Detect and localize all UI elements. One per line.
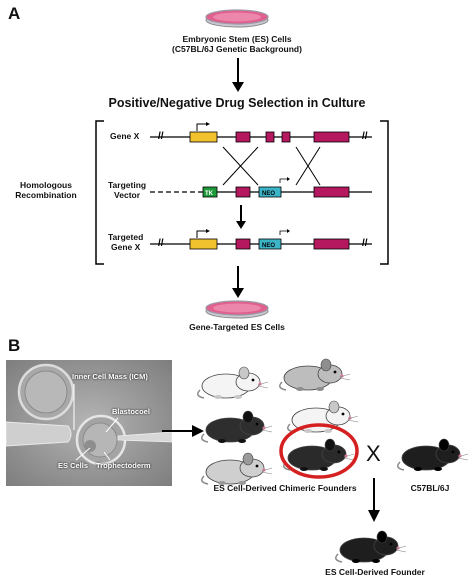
vector-label: Vector [114, 190, 141, 200]
svg-text://: // [362, 238, 368, 249]
neo-cassette [258, 238, 282, 250]
mouse-icon [201, 452, 273, 485]
exon-block [313, 238, 350, 250]
petri-dish-icon [205, 300, 269, 319]
selection-title: Positive/Negative Drug Selection in Cult… [108, 96, 366, 110]
exon-block [235, 238, 251, 250]
svg-text:TK: TK [205, 191, 214, 197]
arrow-icon [368, 478, 380, 522]
promoter-box [189, 131, 218, 143]
svg-text://: // [362, 131, 368, 142]
es-cells-photo-label: ES Cells [58, 461, 89, 470]
es-cells-title: Embryonic Stem (ES) Cells [182, 34, 292, 44]
mouse-icon [283, 438, 355, 471]
mouse-icon [197, 366, 269, 399]
svg-text:NEO: NEO [262, 191, 275, 197]
tk-cassette [202, 186, 218, 198]
targeted-gene-label: Gene X [110, 242, 141, 252]
trophectoderm-label: Trophectoderm [96, 461, 151, 470]
recombination-label: Recombination [15, 190, 77, 200]
arrow-icon [162, 425, 204, 437]
targeting-label: Targeting [108, 180, 147, 190]
exon-block [235, 131, 251, 143]
promoter-box [189, 238, 218, 250]
blastocoel-label: Blastocoel [112, 407, 150, 416]
exon-block [281, 131, 291, 143]
chimeric-label: ES Cell-Derived Chimeric Founders [213, 483, 357, 493]
mouse-icon [279, 358, 351, 391]
strain-label: C57BL/6J [410, 483, 450, 493]
panel-letter-b: B [8, 336, 21, 355]
homologous-label: Homologous [20, 180, 72, 190]
neo-cassette [258, 186, 282, 198]
gene-x-label: Gene X [110, 131, 140, 141]
exon-block [313, 131, 350, 143]
microscope-photo [6, 360, 172, 486]
mouse-icon [397, 438, 469, 471]
exon-block [313, 186, 350, 198]
svg-text://: // [158, 238, 164, 249]
mouse-icon [201, 410, 273, 443]
highlight-ring [279, 423, 359, 479]
recombination-diagram: // // TK NEO // // NEO [95, 120, 389, 265]
petri-dish-icon [205, 9, 269, 28]
cross-symbol: X [366, 441, 381, 466]
exon-block [235, 186, 251, 198]
svg-text://: // [158, 131, 164, 142]
svg-text:NEO: NEO [262, 243, 275, 249]
arrow-icon [232, 266, 244, 298]
es-cells-background: (C57BL/6J Genetic Background) [172, 44, 302, 54]
founder-label: ES Cell-Derived Founder [325, 567, 425, 577]
mouse-icon [335, 530, 407, 563]
targeted-cells-label: Gene-Targeted ES Cells [189, 322, 285, 332]
panel-letter-a: A [8, 4, 21, 23]
arrow-icon [232, 58, 244, 92]
icm-label: Inner Cell Mass (ICM) [72, 372, 148, 381]
exon-block [265, 131, 275, 143]
targeted-label: Targeted [108, 232, 144, 242]
